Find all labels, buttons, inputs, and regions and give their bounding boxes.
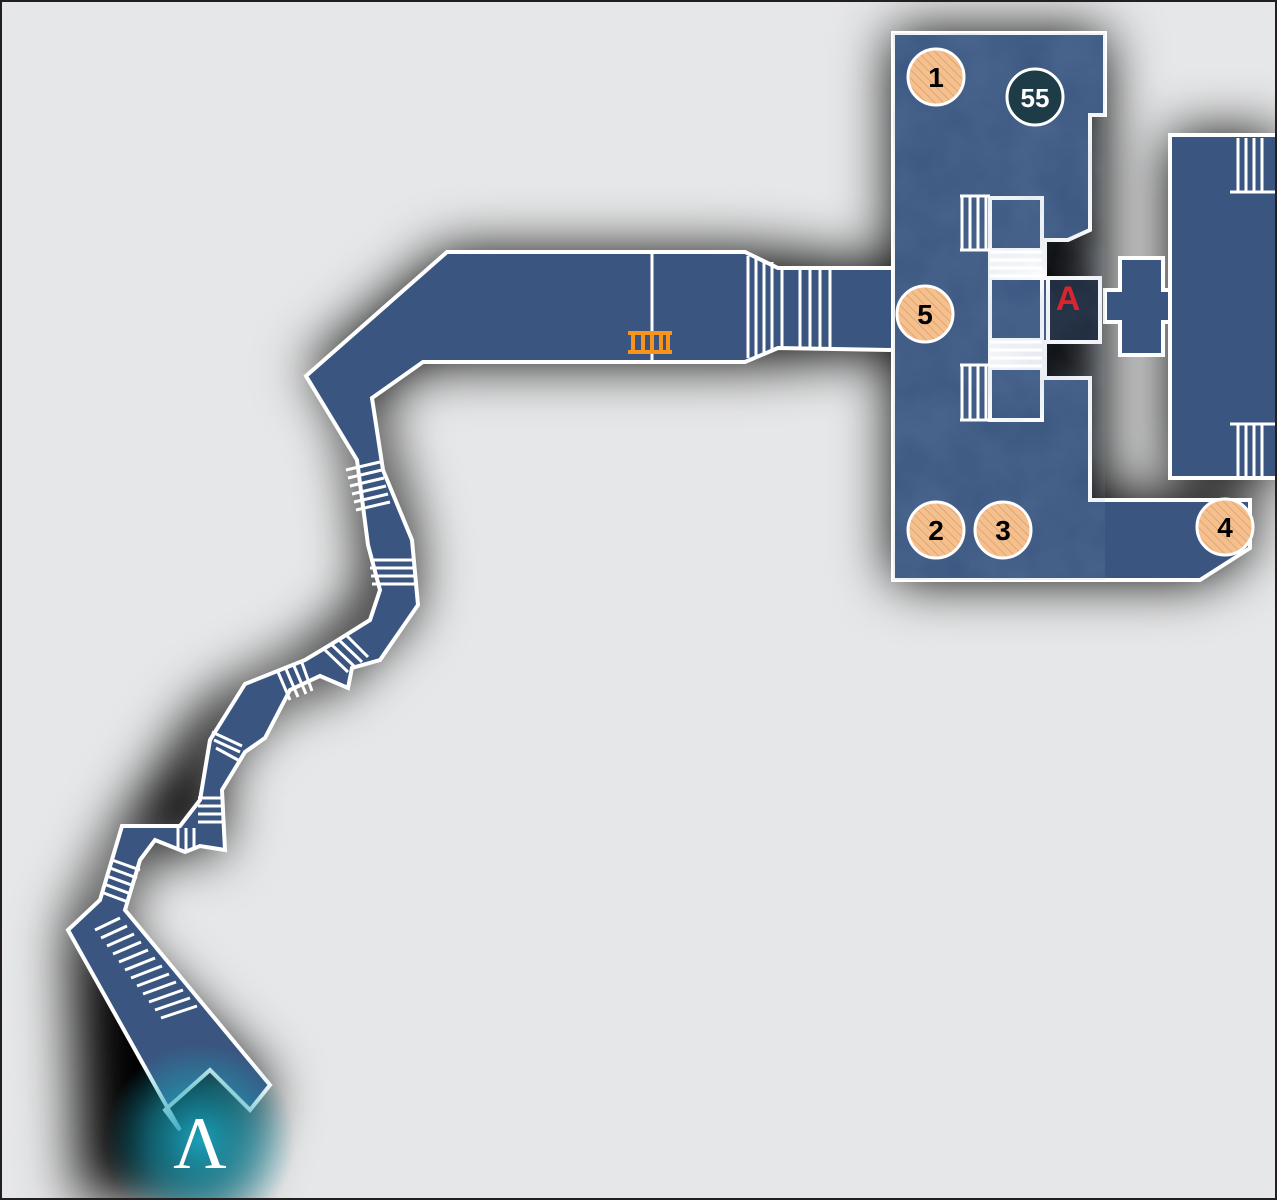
map-marker-2[interactable]: 2 (906, 500, 966, 560)
stairs-pillar-mid-top (990, 250, 1042, 278)
stairs-winding-8 (100, 858, 141, 904)
marker-label: 55 (1021, 83, 1050, 113)
marker-circle (973, 500, 1033, 560)
stairs-east-bottom (1230, 422, 1277, 478)
map-marker-1[interactable]: 1 (906, 47, 966, 107)
stairs-winding-5 (211, 730, 243, 762)
stairs-corridor-east (746, 256, 832, 358)
ladder-icon (628, 331, 672, 354)
stairs-east-top (1230, 138, 1277, 194)
entrance-glow (105, 1045, 295, 1200)
stairs-winding-4 (276, 662, 314, 701)
stairs-winding-2 (370, 558, 416, 586)
stairs-pillar-bottom (960, 363, 990, 422)
marker-circle (1195, 497, 1255, 557)
map-marker-55[interactable]: 55 (1005, 67, 1065, 127)
lambda-entrance-icon: Λ (173, 1103, 227, 1185)
marker-label: 3 (995, 515, 1011, 546)
entrance-marker[interactable]: Λ (105, 1045, 295, 1200)
stairs-winding-7 (176, 828, 196, 852)
marker-label: 5 (917, 299, 933, 330)
stairs-pillar-mid-bottom (990, 340, 1042, 368)
stairs-descent (94, 916, 198, 1020)
marker-circle (1005, 67, 1065, 127)
stairs-winding-6 (198, 796, 224, 824)
marker-circle (906, 47, 966, 107)
exit-label: A (1056, 280, 1081, 318)
stairs-pillar-top (960, 194, 990, 252)
marker-label: 1 (928, 62, 944, 93)
marker-circle (895, 284, 955, 344)
stairs-winding-3 (323, 633, 370, 674)
map-marker-3[interactable]: 3 (973, 500, 1033, 560)
map-marker-4[interactable]: 4 (1195, 497, 1255, 557)
map-marker-5[interactable]: 5 (895, 284, 955, 344)
marker-circle (906, 500, 966, 560)
marker-label: 2 (928, 515, 944, 546)
stairs (94, 138, 1277, 1020)
marker-label: 4 (1217, 512, 1233, 543)
stairs-winding-1 (345, 460, 391, 512)
